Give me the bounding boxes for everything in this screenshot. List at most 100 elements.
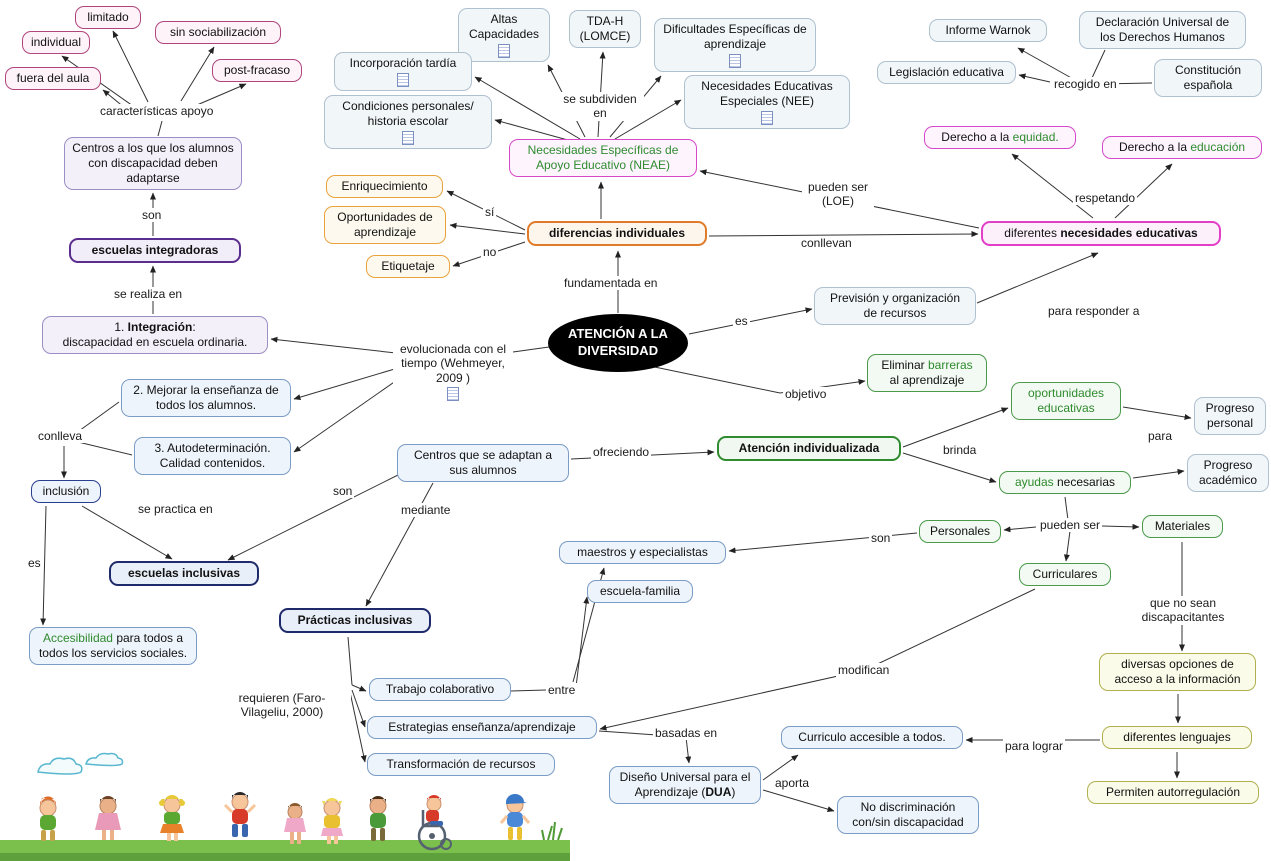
- edge-label-ofreciendo: ofreciendo: [591, 445, 652, 460]
- text-part: discapacidad en escuela ordinaria.: [62, 335, 248, 349]
- grass: [0, 821, 570, 861]
- node-mejorar[interactable]: 2. Mejorar la enseñanza de todos los alu…: [121, 379, 291, 417]
- child-figure: [95, 796, 121, 840]
- edge-label-son3: son: [869, 531, 893, 546]
- node-neae[interactable]: Necesidades Específicas de Apoyo Educati…: [509, 139, 697, 177]
- document-icon: [729, 54, 741, 68]
- node-declaracion-universal[interactable]: Declaración Universal de los Derechos Hu…: [1079, 11, 1246, 49]
- text-part: diferentes: [1004, 226, 1061, 240]
- node-condiciones[interactable]: Condiciones personales/ historia escolar: [324, 95, 492, 149]
- edge-label-son2: son: [331, 484, 355, 499]
- edge-label-no: no: [481, 245, 499, 260]
- node-informe-warnok[interactable]: Informe Warnok: [929, 19, 1047, 42]
- node-escuelas-integradoras[interactable]: escuelas integradoras: [69, 238, 241, 263]
- node-prevision-recursos[interactable]: Previsión y organización de recursos: [814, 287, 976, 325]
- node-autodeterminacion[interactable]: 3. Autodeterminación. Calidad contenidos…: [134, 437, 291, 475]
- node-oportunidades-aprendizaje[interactable]: Oportunidades de aprendizaje: [324, 206, 446, 244]
- node-permiten-autorregulacion[interactable]: Permiten autorregulación: [1087, 781, 1259, 804]
- document-icon: [397, 73, 409, 87]
- child-figure: [284, 803, 306, 844]
- text-part: Accesibilidad: [42, 631, 113, 645]
- node-escuela-familia[interactable]: escuela-familia: [587, 580, 693, 603]
- node-materiales[interactable]: Materiales: [1142, 515, 1223, 538]
- node-oportunidades-educativas[interactable]: oportunidades educativas: [1011, 382, 1121, 420]
- node-atencion-individualizada[interactable]: Atención individualizada: [717, 436, 901, 461]
- node-escuelas-inclusivas[interactable]: escuelas inclusivas: [109, 561, 259, 586]
- node-incorporacion[interactable]: Incorporación tardía: [334, 52, 472, 91]
- node-no-discriminacion[interactable]: No discriminación con/sin discapacidad: [837, 796, 979, 834]
- node-trabajo-colaborativo[interactable]: Trabajo colaborativo: [369, 678, 511, 701]
- node-dificultades[interactable]: Dificultades Específicas de aprendizaje: [654, 18, 816, 72]
- text-part: Derecho a la: [1118, 140, 1191, 154]
- node-centros-adaptarse[interactable]: Centros a los que los alumnos con discap…: [64, 137, 242, 190]
- node-atencion-a-la-diversidad[interactable]: ATENCIÓN A LA DIVERSIDAD: [548, 314, 688, 372]
- edge-label-entre: entre: [546, 683, 578, 698]
- node-curriculares[interactable]: Curriculares: [1019, 563, 1111, 586]
- node-curriculo-accesible[interactable]: Curriculo accesible a todos.: [781, 726, 963, 749]
- node-accesibilidad[interactable]: Accesibilidad para todos a todos los ser…: [29, 627, 197, 665]
- node-progreso-personal[interactable]: Progreso personal: [1194, 397, 1266, 435]
- node-tdah[interactable]: TDA-H (LOMCE): [569, 10, 641, 48]
- node-diversas-opciones[interactable]: diversas opciones de acceso a la informa…: [1099, 653, 1256, 691]
- text-part: para todos a todos los servicios sociale…: [38, 631, 188, 660]
- text-part: ayudas: [1014, 475, 1054, 489]
- node-fuera-del-aula[interactable]: fuera del aula: [5, 67, 101, 90]
- node-post-fracaso[interactable]: post-fracaso: [212, 59, 302, 82]
- node-inclusion[interactable]: inclusión: [31, 480, 101, 503]
- node-ayudas-necesarias[interactable]: ayudas necesarias: [999, 471, 1131, 494]
- node-practicas-inclusivas[interactable]: Prácticas inclusivas: [279, 608, 431, 633]
- node-integracion[interactable]: 1. Integración:discapacidad en escuela o…: [42, 316, 268, 354]
- text-part: educación: [1190, 140, 1246, 154]
- node-derecho-equidad[interactable]: Derecho a la equidad.: [924, 126, 1076, 149]
- text-part: :: [192, 320, 196, 334]
- edge-label-se-subdividen: se subdividen en: [556, 92, 644, 121]
- node-diferencias-individuales[interactable]: diferencias individuales: [527, 221, 707, 246]
- edge-label-son1: son: [140, 208, 164, 223]
- text-part: necesarias: [1053, 475, 1116, 489]
- node-sin-sociabilizacion[interactable]: sin sociabilización: [155, 21, 281, 44]
- node-progreso-academico[interactable]: Progreso académico: [1187, 454, 1269, 492]
- edge-label-si: sí: [483, 205, 497, 220]
- node-dua[interactable]: Diseño Universal para el Aprendizaje (DU…: [609, 766, 761, 804]
- node-personales[interactable]: Personales: [919, 520, 1001, 543]
- node-label: Dificultades Específicas de aprendizaje: [663, 22, 807, 51]
- edge-label-conlleva: conlleva: [36, 429, 85, 444]
- edge-label-que-no-sean: que no sean discapacitantes: [1132, 596, 1234, 625]
- node-label: Altas Capacidades: [468, 12, 540, 41]
- node-limitado[interactable]: limitado: [75, 6, 141, 29]
- child-in-wheelchair: [417, 795, 452, 851]
- children-illustration: [0, 752, 570, 861]
- node-transformacion-recursos[interactable]: Transformación de recursos: [367, 753, 555, 776]
- node-nee[interactable]: Necesidades Educativas Especiales (NEE): [684, 75, 850, 129]
- edge-label-pueden-ser-loe: pueden ser (LOE): [802, 180, 874, 209]
- node-eliminar-barreras[interactable]: Eliminar barreras al aprendizaje: [867, 354, 987, 392]
- node-estrategias[interactable]: Estrategias enseñanza/aprendizaje: [367, 716, 597, 739]
- node-maestros-especialistas[interactable]: maestros y especialistas: [559, 541, 726, 564]
- child-figure: [369, 796, 387, 841]
- text-part: equidad.: [1012, 130, 1059, 144]
- child-figure: [159, 795, 185, 841]
- node-centros-que-se-adaptan[interactable]: Centros que se adaptan a sus alumnos: [397, 444, 569, 482]
- node-etiquetaje[interactable]: Etiquetaje: [366, 255, 450, 278]
- node-individual[interactable]: individual: [22, 31, 90, 54]
- text-part: necesidades educativas: [1060, 226, 1198, 240]
- node-diferentes-necesidades[interactable]: diferentes necesidades educativas: [981, 221, 1221, 246]
- edge-label-mediante: mediante: [399, 503, 453, 518]
- child-figure: [223, 792, 257, 837]
- node-derecho-educacion[interactable]: Derecho a la educación: [1102, 136, 1262, 159]
- node-legislacion-educativa[interactable]: Legislación educativa: [877, 61, 1016, 84]
- document-icon: [447, 387, 459, 402]
- node-diferentes-lenguajes[interactable]: diferentes lenguajes: [1102, 726, 1252, 749]
- node-altas-capacidades[interactable]: Altas Capacidades: [458, 8, 550, 62]
- text-part: Diseño Universal para el Aprendizaje (: [619, 770, 751, 799]
- edge-label-aporta: aporta: [773, 776, 812, 791]
- edge-label-pueden-ser2: pueden ser: [1038, 518, 1103, 533]
- child-figure: [321, 798, 343, 844]
- child-figure: [499, 794, 531, 840]
- node-constitucion-espanola[interactable]: Constitución española: [1154, 59, 1262, 97]
- node-enriquecimiento[interactable]: Enriquecimiento: [326, 175, 443, 198]
- edge-label-conllevan: conllevan: [799, 236, 854, 251]
- text-part: ): [731, 785, 736, 799]
- text-part: Integración: [127, 320, 193, 334]
